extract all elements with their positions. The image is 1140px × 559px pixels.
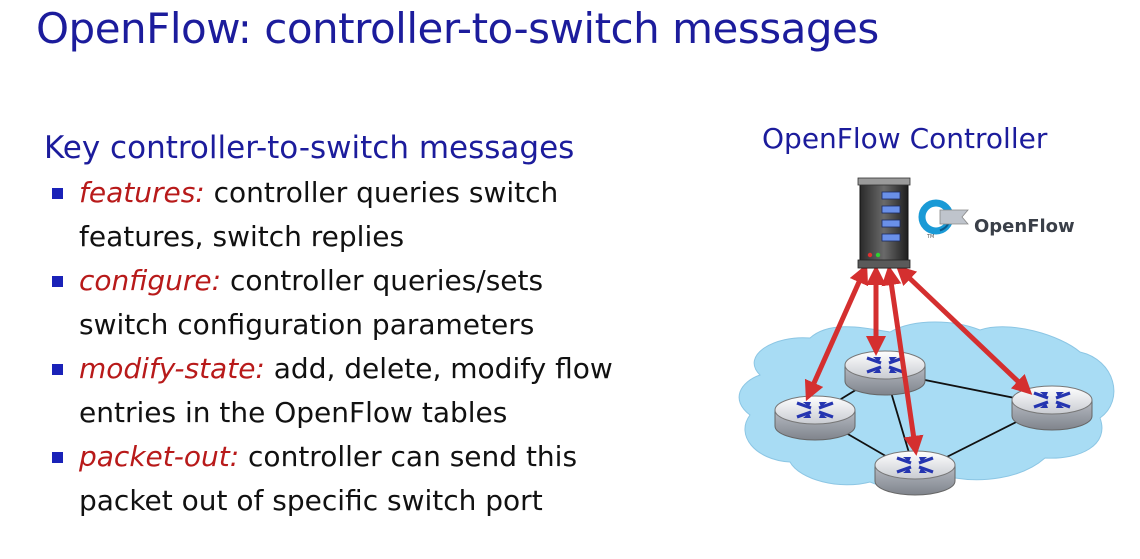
bullet-line-1: modify-state: add, delete, modify flow — [79, 352, 613, 385]
bullet-marker — [52, 452, 63, 463]
bullet-term: configure: — [79, 264, 222, 297]
bullet-text: controller can send this — [239, 440, 578, 473]
bullet-text: add, delete, modify flow — [264, 352, 613, 385]
bullet-marker — [52, 188, 63, 199]
bullet-text: controller queries/sets — [221, 264, 544, 297]
bullet-text: controller queries switch — [204, 176, 559, 209]
server-icon — [857, 177, 911, 269]
router-icon — [873, 449, 957, 497]
openflow-logo-text: OpenFlow — [974, 216, 1075, 237]
bullet-line-2: features, switch replies — [79, 220, 405, 253]
bullet-term: modify-state: — [79, 352, 265, 385]
bullet-marker — [52, 276, 63, 287]
controller-label: OpenFlow Controller — [762, 122, 1048, 155]
bullet-term: features: — [79, 176, 205, 209]
bullet-marker — [52, 364, 63, 375]
bullet-line-2: packet out of specific switch port — [79, 484, 543, 517]
bullet-line-2: entries in the OpenFlow tables — [79, 396, 508, 429]
bullet-term: packet-out: — [79, 440, 240, 473]
control-arrows — [804, 263, 1033, 456]
slide-title: OpenFlow: controller-to-switch messages — [36, 4, 879, 53]
openflow-network-diagram: OpenFlow TM — [738, 177, 1115, 497]
bullet-line-1: configure: controller queries/sets — [79, 264, 543, 297]
bullet-line-2: switch configuration parameters — [79, 308, 535, 341]
subheading: Key controller-to-switch messages — [44, 130, 575, 166]
router-icon — [843, 349, 927, 397]
router-icon — [1010, 384, 1094, 432]
bullet-line-1: packet-out: controller can send this — [79, 440, 577, 473]
openflow-logo-icon: OpenFlow TM — [918, 199, 1075, 240]
router-icon — [773, 394, 857, 442]
openflow-logo-tm: TM — [926, 234, 934, 240]
bullet-line-1: features: controller queries switch — [79, 176, 558, 209]
